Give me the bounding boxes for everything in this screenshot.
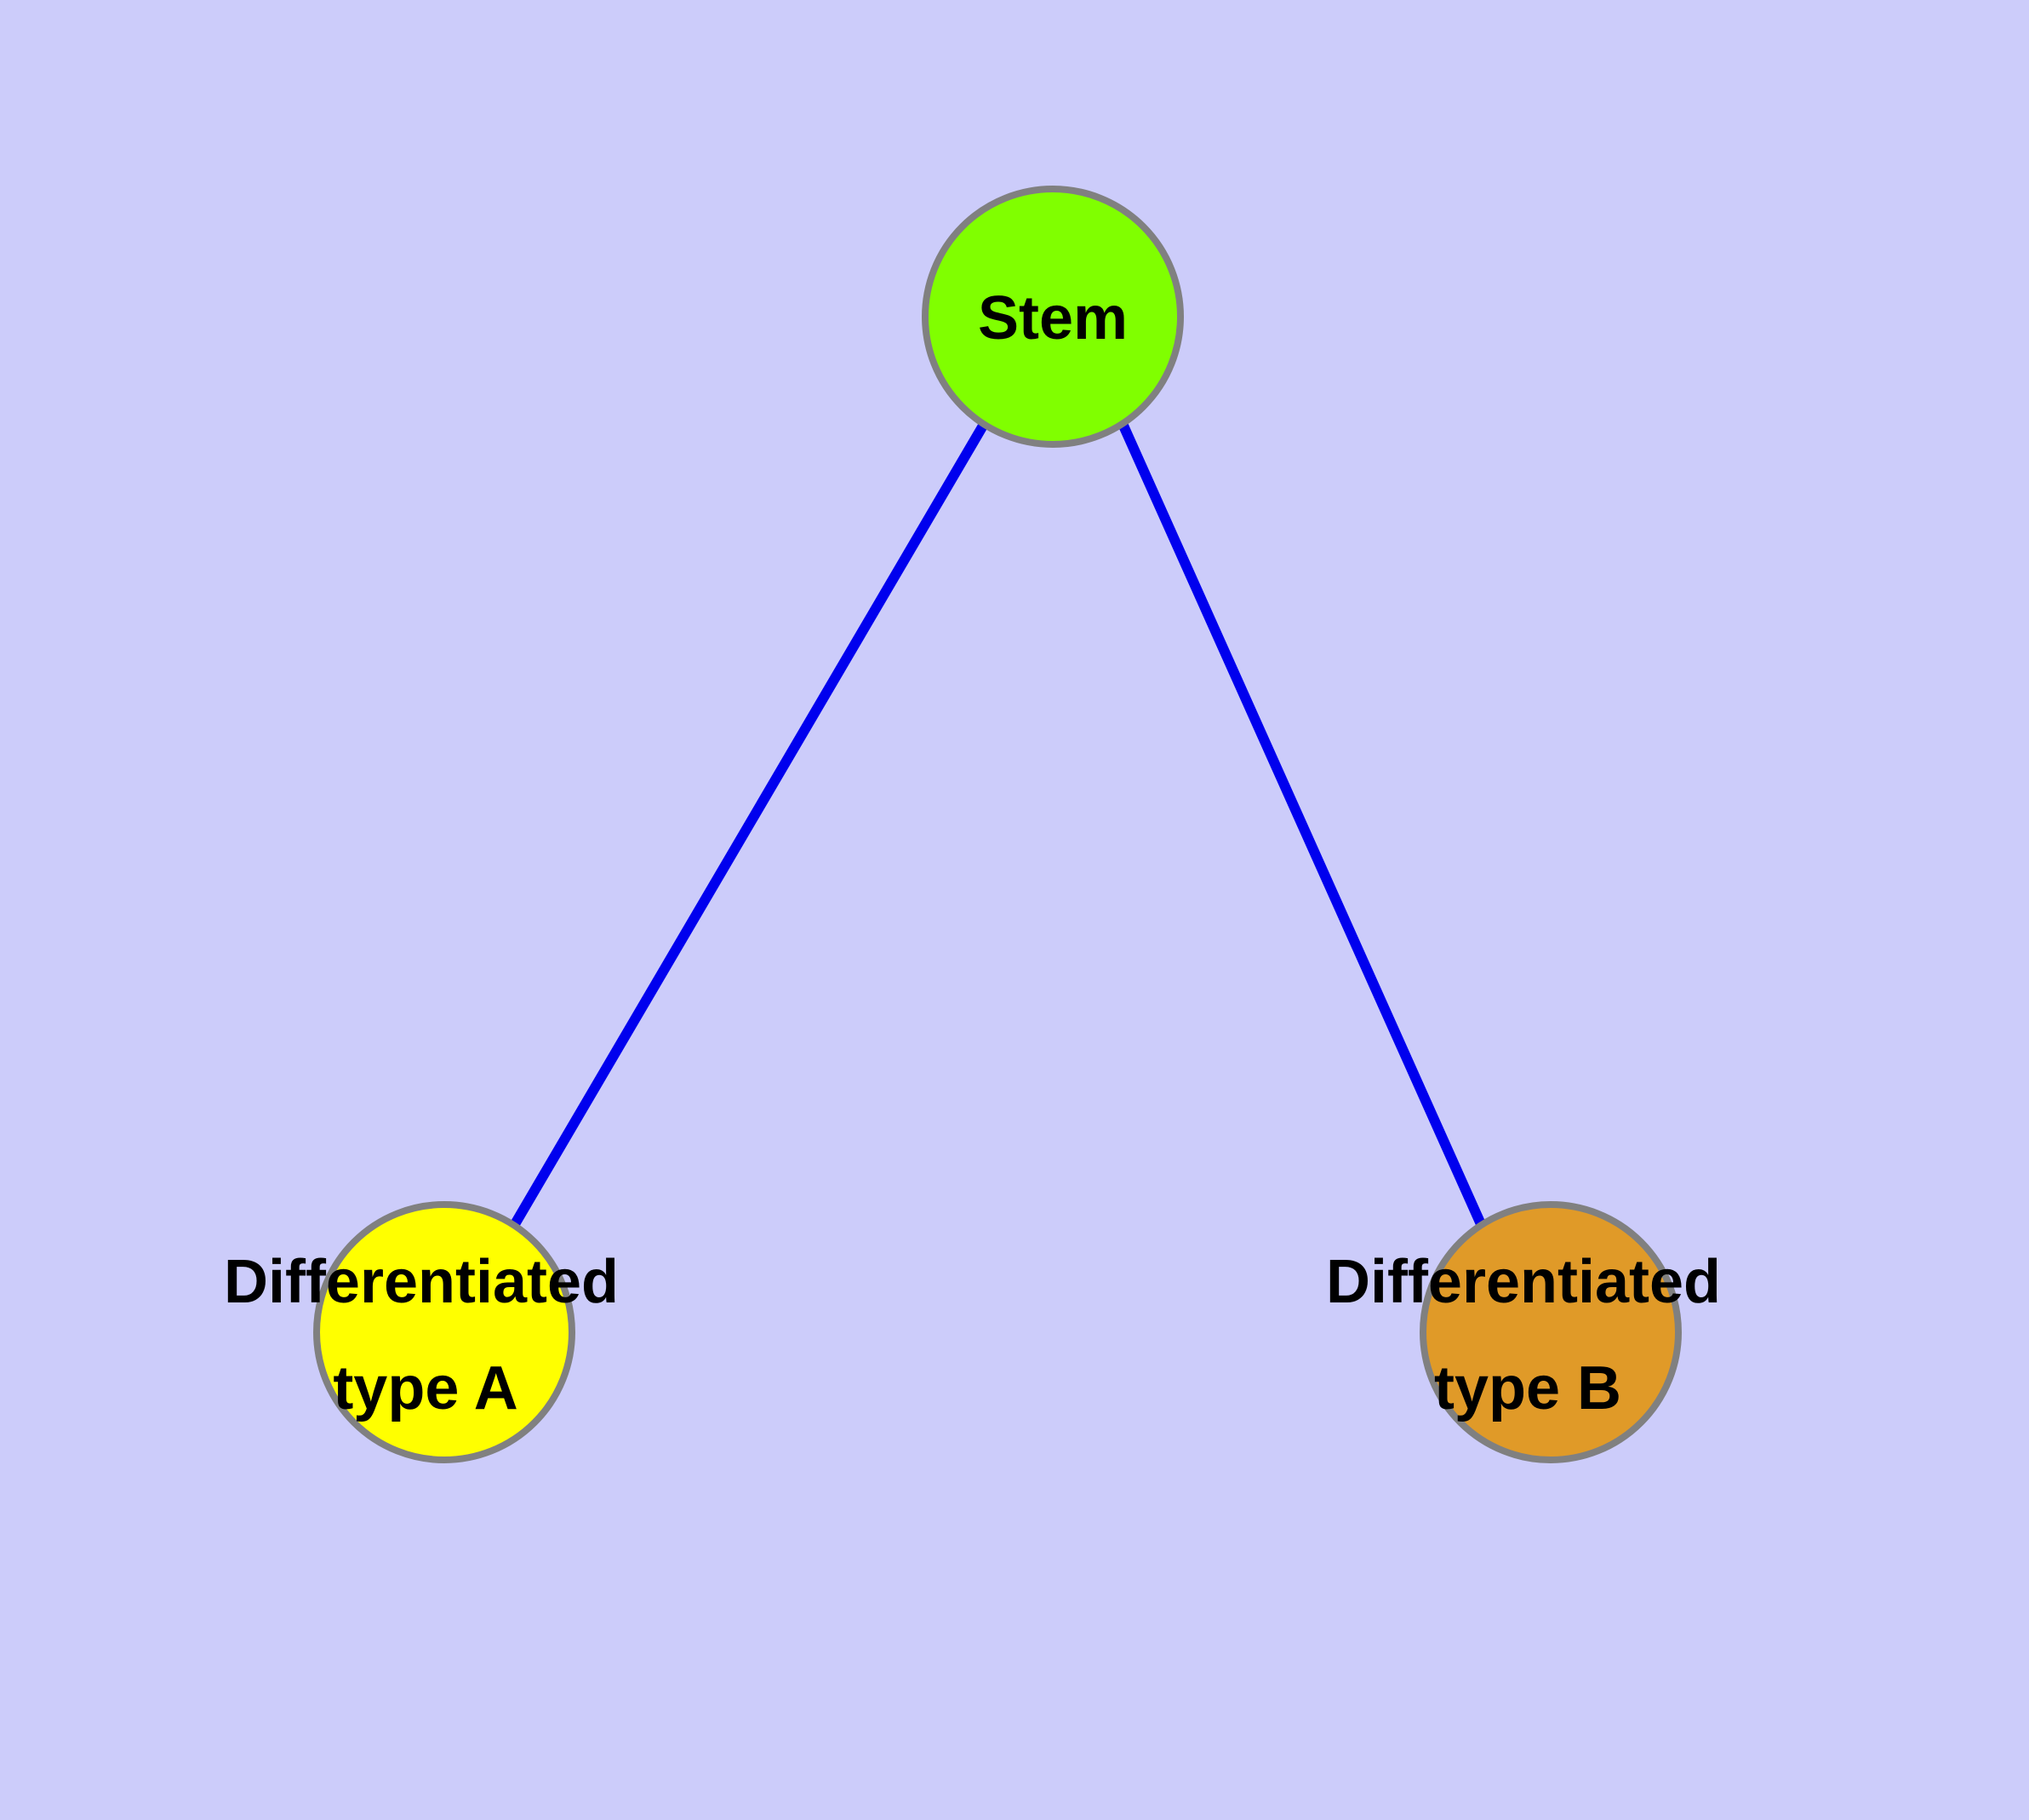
node-diff-a-label: Differentiated type A <box>224 1248 619 1422</box>
node-diff-a-circle[interactable] <box>313 1201 575 1463</box>
edge-layer <box>510 422 1486 1228</box>
node-diff-b-label: Differentiated type B <box>1326 1248 1721 1422</box>
edge-stem-to-diff-b[interactable] <box>1118 423 1486 1227</box>
node-diff-b-circle[interactable] <box>1420 1201 1682 1463</box>
node-stem-circle[interactable] <box>922 186 1184 448</box>
node-diff-a-label-line-1: Differentiated <box>224 1248 619 1316</box>
edge-stem-to-diff-a[interactable] <box>510 422 988 1228</box>
node-diff-b-label-line-2: type B <box>1434 1354 1621 1422</box>
node-diff-b-label-line-1: Differentiated <box>1326 1248 1721 1316</box>
node-stem[interactable] <box>922 186 1184 448</box>
node-diff-a[interactable] <box>313 1201 575 1463</box>
node-diff-b[interactable] <box>1420 1201 1682 1463</box>
label-layer: Stem Differentiated type A Differentiate… <box>224 284 1721 1422</box>
node-layer <box>313 186 1682 1463</box>
node-diff-a-label-line-2: type A <box>333 1354 517 1422</box>
node-stem-label: Stem <box>978 284 1128 352</box>
